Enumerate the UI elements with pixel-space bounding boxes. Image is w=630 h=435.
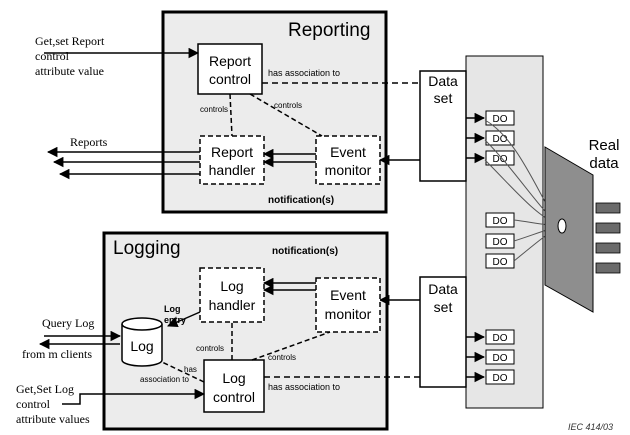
report-control-label-1: Report	[209, 53, 251, 69]
do-bottom-box	[485, 349, 515, 365]
log-handler-box	[199, 267, 265, 323]
reporting-controls-right: controls	[274, 101, 302, 110]
do-top-box	[485, 110, 515, 126]
report-handler-label-1: Report	[211, 144, 253, 160]
get-set-report-label-3: attribute value	[35, 64, 104, 78]
logging-controls-left: controls	[196, 344, 224, 353]
dataset-bottom-label-1: Data	[428, 281, 458, 297]
reporting-title: Reporting	[288, 20, 370, 41]
reports-label: Reports	[70, 135, 108, 149]
do-top-label: DO	[493, 134, 508, 145]
device-connectors	[595, 202, 621, 274]
log-control-to-event-monitor-link	[251, 331, 331, 361]
do-mid-label: DO	[493, 216, 508, 227]
real-data-label-2: data	[589, 155, 619, 172]
log-handler-label-2: handler	[209, 297, 256, 313]
dataset-bottom-box	[419, 276, 467, 388]
log-database-cylinder	[121, 317, 163, 367]
get-set-report-label-1: Get,set Report	[35, 34, 105, 48]
get-set-log-label-1: Get,Set Log	[16, 382, 74, 396]
iec-caption: IEC 414/03	[568, 422, 613, 432]
report-control-label-2: control	[209, 71, 251, 87]
get-set-log-label-3: attribute values	[16, 412, 90, 426]
from-clients-label: from m clients	[22, 347, 92, 361]
real-data-label-1: Real	[589, 137, 620, 154]
do-bottom-label: DO	[493, 333, 508, 344]
logging-has-label: has	[184, 365, 197, 374]
do-mid-label: DO	[493, 237, 508, 248]
log-entry-label-1: Log	[164, 304, 181, 314]
dataset-top-box	[419, 70, 467, 182]
device-port	[557, 218, 567, 234]
get-set-report-label-2: control	[35, 49, 70, 63]
log-handler-label-1: Log	[220, 278, 243, 294]
do-bottom-box	[485, 329, 515, 345]
event-monitor-reporting-box	[315, 135, 381, 185]
report-handler-box	[199, 135, 265, 185]
logging-title: Logging	[113, 238, 181, 259]
report-control-box	[197, 43, 263, 95]
event-monitor-logging-label-2: monitor	[325, 306, 372, 322]
log-database-label: Log	[130, 338, 153, 354]
logging-has-association-label: has association to	[268, 382, 340, 392]
event-monitor-reporting-label-2: monitor	[325, 162, 372, 178]
dataset-top-label-1: Data	[428, 73, 458, 89]
log-handler-to-log-arrow	[167, 311, 201, 328]
log-control-box	[203, 359, 265, 413]
query-log-label: Query Log	[42, 316, 94, 330]
logging-controls-right: controls	[268, 353, 296, 362]
do-top-label: DO	[493, 154, 508, 165]
do-top-box	[485, 150, 515, 166]
real-data-device	[544, 146, 594, 313]
report-control-to-event-monitor-link	[249, 93, 323, 137]
reporting-has-association-label: has association to	[268, 68, 340, 78]
do-bottom-label: DO	[493, 373, 508, 384]
event-monitor-logging-label-1: Event	[330, 287, 366, 303]
do-bottom-label: DO	[493, 353, 508, 364]
reporting-notification-label: notification(s)	[268, 195, 334, 206]
get-set-log-arrow	[62, 388, 206, 405]
report-control-to-handler-link	[229, 93, 233, 137]
report-handler-label-2: handler	[209, 162, 256, 178]
event-monitor-reporting-label-1: Event	[330, 144, 366, 160]
dataset-bottom-label-2: set	[434, 299, 453, 315]
dataset-top-label-2: set	[434, 90, 453, 106]
reporting-controls-left: controls	[200, 105, 228, 114]
get-set-log-label-2: control	[16, 397, 51, 411]
log-entry-label-2: entry	[164, 315, 186, 325]
log-control-label-2: control	[213, 389, 255, 405]
logging-association-to-label: association to	[140, 375, 189, 384]
do-mid-label: DO	[493, 257, 508, 268]
event-monitor-logging-box	[315, 277, 381, 333]
log-control-label-1: Log	[222, 370, 245, 386]
do-bottom-box	[485, 369, 515, 385]
do-top-label: DO	[493, 114, 508, 125]
logging-notification-label: notification(s)	[272, 246, 338, 257]
